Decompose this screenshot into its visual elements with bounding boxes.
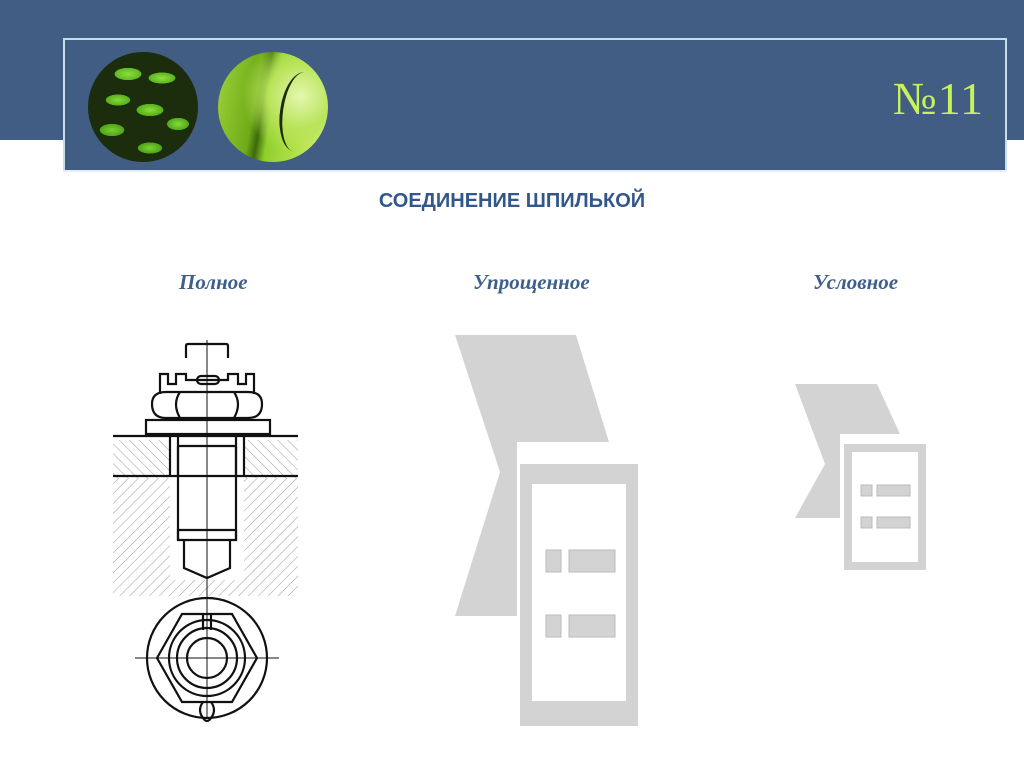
- label-conventional: Условное: [813, 270, 899, 294]
- decorative-photo-leaves: [88, 52, 198, 162]
- slide-number: №11: [892, 73, 984, 124]
- nut-top-view: [135, 586, 279, 723]
- full-stud-drawing: [113, 340, 298, 723]
- decorative-photo-leaf-closeup: [218, 52, 328, 162]
- label-full: Полное: [179, 270, 248, 294]
- hatched-plates: [113, 440, 298, 596]
- label-simplified: Упрощенное: [473, 270, 590, 294]
- slide-title: СОЕДИНЕНИЕ ШПИЛЬКОЙ: [378, 190, 646, 212]
- header-box: [63, 38, 1007, 172]
- simplified-stud-drawing: [455, 335, 638, 726]
- conventional-stud-drawing: [795, 384, 926, 570]
